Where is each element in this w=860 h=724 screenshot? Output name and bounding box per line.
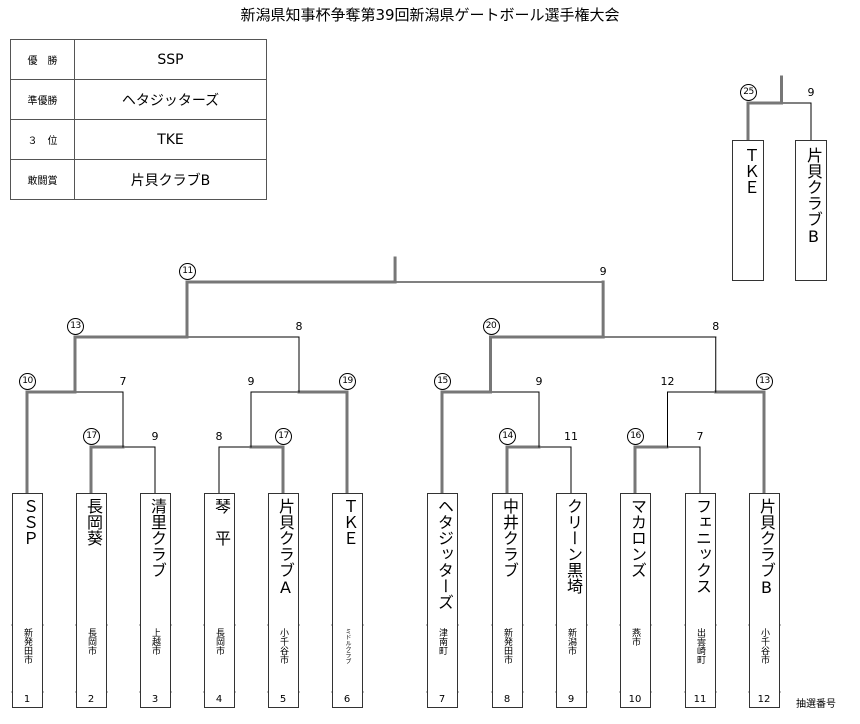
draw-number: 8 [503, 694, 511, 705]
loser-score: 9 [599, 265, 607, 278]
draw-number: 9 [567, 694, 575, 705]
team-city: 上越市 [150, 628, 160, 655]
draw-number: 6 [343, 694, 351, 705]
loser-score: 7 [696, 430, 704, 443]
team-box [12, 493, 43, 708]
loser-score: 9 [535, 375, 543, 388]
team-name: 琴 平 [212, 498, 231, 546]
draw-number: 2 [87, 694, 95, 705]
loser-score: 9 [807, 86, 815, 99]
loser-score: 8 [215, 430, 223, 443]
team-city: 長岡市 [214, 628, 224, 655]
result-label: ３ 位 [10, 119, 75, 160]
loser-score: 8 [295, 320, 303, 333]
team-city: 新発田市 [502, 628, 512, 664]
team-city: 新潟市 [566, 628, 576, 655]
team-box [749, 493, 780, 708]
loser-score: 8 [712, 320, 720, 333]
team-name: 片貝クラブB [757, 498, 776, 597]
team-name: 長岡葵 [84, 498, 103, 546]
third-place-team-box [732, 140, 764, 281]
team-box [427, 493, 458, 708]
draw-number: 3 [151, 694, 159, 705]
team-name: ＳＳＰ [20, 498, 39, 546]
draw-number: 1 [23, 694, 31, 705]
draw-number: 5 [279, 694, 287, 705]
winner-score-circle: 11 [179, 263, 196, 280]
result-label: 優 勝 [10, 39, 75, 80]
loser-score: 7 [119, 375, 127, 388]
draw-number: 11 [693, 694, 707, 705]
team-box [556, 493, 587, 708]
team-city: 小千谷市 [759, 628, 769, 664]
results-row-fighting-spirit: 敢闘賞 片貝クラブB [10, 159, 267, 200]
winner-score-circle: 17 [83, 428, 100, 445]
winner-score-circle: 20 [482, 318, 500, 335]
third-place-team-name: 片貝クラブB [804, 147, 823, 246]
team-city: ミドルクラブ [344, 628, 351, 664]
draw-number: 10 [628, 694, 642, 705]
team-box [332, 493, 363, 708]
third-place-team-box [795, 140, 827, 281]
team-name: ヘタジッターズ [435, 498, 454, 610]
loser-score: 12 [660, 375, 675, 388]
result-value: ヘタジッターズ [74, 79, 267, 120]
draw-number: 7 [438, 694, 446, 705]
result-value: SSP [74, 39, 267, 80]
team-city: 新発田市 [22, 628, 32, 664]
result-value: 片貝クラブB [74, 159, 267, 200]
winner-score-circle: 25 [740, 84, 757, 101]
team-box [620, 493, 651, 708]
team-name: 清里クラブ [148, 498, 167, 578]
winner-score-circle: 15 [434, 373, 451, 390]
loser-score: 9 [151, 430, 159, 443]
winner-score-circle: 13 [756, 373, 773, 390]
team-name: マカロンズ [628, 498, 647, 578]
third-place-team-name: ＴＫＥ [741, 147, 760, 195]
page-title: 新潟県知事杯争奪第39回新潟県ゲートボール選手権大会 [240, 6, 620, 24]
winner-score-circle: 16 [627, 428, 644, 445]
winner-score-circle: 13 [67, 318, 84, 335]
winner-score-circle: 19 [339, 373, 356, 390]
draw-number: 4 [215, 694, 223, 705]
loser-score: 9 [247, 375, 255, 388]
team-name: クリーン黒埼 [564, 498, 583, 594]
team-box [685, 493, 716, 708]
team-city: 出雲崎町 [695, 628, 705, 664]
team-box [140, 493, 171, 708]
team-name: 中井クラブ [500, 498, 519, 578]
team-box [268, 493, 299, 708]
winner-score-circle: 10 [19, 373, 36, 390]
draw-number: 12 [757, 694, 771, 705]
results-row-champion: 優 勝 SSP [10, 39, 267, 80]
team-city: 小千谷市 [278, 628, 288, 664]
loser-score: 11 [564, 430, 578, 443]
team-city: 津南町 [437, 628, 447, 655]
results-row-runner-up: 準優勝 ヘタジッターズ [10, 79, 267, 120]
team-name: フェニックス [693, 498, 712, 594]
winner-score-circle: 14 [499, 428, 516, 445]
team-city: 長岡市 [86, 628, 96, 655]
team-name: ＴＫＥ [340, 498, 359, 546]
team-box [204, 493, 235, 708]
winner-score-circle: 17 [275, 428, 292, 445]
result-value: TKE [74, 119, 267, 160]
draw-number-caption: 抽選番号 [796, 699, 836, 710]
results-table: 優 勝 SSP 準優勝 ヘタジッターズ ３ 位 TKE 敢闘賞 片貝クラブB [10, 39, 267, 200]
team-city: 燕市 [630, 628, 640, 646]
result-label: 敢闘賞 [10, 159, 75, 200]
team-box [492, 493, 523, 708]
team-name: 片貝クラブA [276, 498, 295, 597]
team-box [76, 493, 107, 708]
results-row-third: ３ 位 TKE [10, 119, 267, 160]
